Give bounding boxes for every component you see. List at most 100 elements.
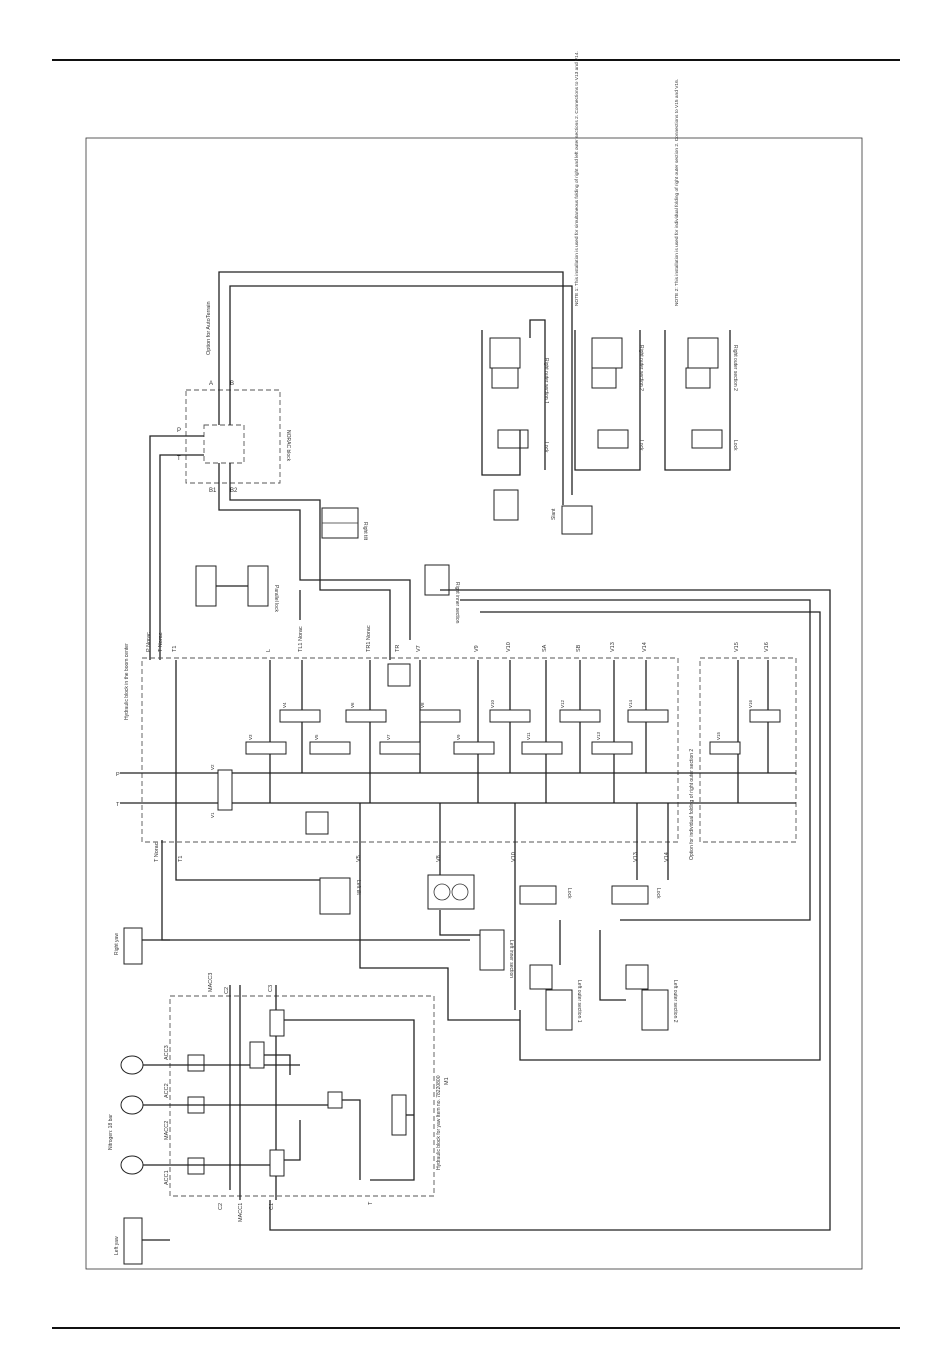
- valve-label-v16: V16: [748, 699, 753, 708]
- line-t1-lower: [175, 830, 320, 881]
- check-valve-tr: [387, 663, 411, 687]
- valve-label-v2: V2: [210, 764, 215, 770]
- check-valve-v5: [305, 811, 329, 835]
- note-1: NOTE 1: This installation is used for si…: [574, 51, 580, 306]
- bottom-port-v13: V13: [633, 852, 639, 862]
- top-port-t1: T1: [172, 646, 178, 652]
- valve-v11: [521, 741, 563, 755]
- right-yaw-cylinder: [123, 927, 143, 965]
- right-outer-2b-label: Right outer section 2: [732, 345, 738, 391]
- yaw-valve-y3: [269, 1009, 285, 1037]
- valve-label-v8: V8: [420, 702, 425, 708]
- yaw-block-outline: [169, 995, 435, 1197]
- macc3-label: MACC3: [208, 973, 214, 992]
- norac-port-t: T: [177, 456, 181, 462]
- c2-upper-label: C2: [224, 987, 230, 994]
- valve-label-v7: V7: [386, 734, 391, 740]
- top-port-labels: P Norac T Norac T1 L TL1 Norac TR1 Norac…: [146, 625, 770, 652]
- inlet-p-label: P: [116, 772, 120, 778]
- valve-label-v9: V9: [456, 734, 461, 740]
- line-norac-p: [149, 435, 204, 660]
- valve-label-v10: V10: [490, 699, 495, 708]
- right-tilt-label: Right tilt: [362, 522, 368, 541]
- right-outer-2b-group: [664, 330, 731, 471]
- top-port-v14: V14: [642, 642, 648, 652]
- valve-v3: [245, 741, 287, 755]
- lock-label-2: Lock: [638, 440, 644, 451]
- slant-label: Slant: [551, 508, 557, 520]
- line-norac-a: [218, 271, 564, 505]
- valve-v12: [559, 709, 601, 723]
- valve-label-v6: V6: [350, 702, 355, 708]
- acc-labels: ACC1 ACC2 ACC3 MACC1 MACC2 MACC3 C1 C2 C…: [164, 973, 450, 1222]
- acc3-label: ACC3: [164, 1045, 170, 1060]
- valve-v13: [591, 741, 633, 755]
- bottom-port-t1: T1: [178, 856, 184, 862]
- right-outer-2a-label: Right outer section 2: [638, 345, 644, 391]
- top-port-l: L: [266, 649, 272, 652]
- c1-label: C1: [269, 1203, 275, 1210]
- right-outer-1-group: [481, 319, 546, 521]
- top-port-tr1: TR1 Norac: [366, 625, 372, 652]
- valve-v7: [379, 741, 421, 755]
- left-tilt-label: Left tilt: [355, 880, 361, 895]
- top-port-t-norac: T Norac: [158, 632, 164, 652]
- top-rule: [52, 59, 900, 61]
- top-port-v10: V10: [506, 642, 512, 652]
- top-port-v9: V9: [474, 645, 480, 652]
- norac-port-b2: B2: [230, 488, 238, 494]
- c2-lower-label: C2: [218, 1203, 224, 1210]
- macc1-label: MACC1: [238, 1203, 244, 1222]
- valve-v10: [489, 709, 531, 723]
- bottom-port-v14: V14: [664, 852, 670, 862]
- valve-label-v5: V5: [314, 734, 319, 740]
- right-outer-2a-group: [574, 330, 641, 471]
- valve-v15: [709, 741, 741, 755]
- parallel-lock-valve-a: [195, 565, 217, 607]
- line-norac-b1: [218, 463, 411, 640]
- norac-inner-box: [203, 424, 245, 464]
- option-block-label: Option for individual folding of right o…: [689, 749, 695, 860]
- bottom-port-t-norac: T Norac: [154, 842, 160, 862]
- accumulator-1: [120, 1155, 144, 1175]
- c3-label: C3: [268, 985, 274, 992]
- auto-terrain-label: Option for AutoTerrain: [206, 301, 212, 355]
- valve-v5: [309, 741, 351, 755]
- lock-label-4: Lock: [566, 888, 572, 899]
- bottom-port-labels: T Norac T1 V5 V8 V10 V13 V14: [154, 842, 670, 862]
- valve-v14: [627, 709, 669, 723]
- yaw-valve-y2: [249, 1041, 265, 1069]
- valve-label-v4: V4: [282, 702, 287, 708]
- valve-v16: [749, 709, 781, 723]
- top-port-v15: V15: [734, 642, 740, 652]
- valve-v9: [453, 741, 495, 755]
- top-port-v16: V16: [764, 642, 770, 652]
- flow-divider: [427, 874, 475, 910]
- line-norac-b2: [229, 463, 391, 660]
- bottom-port-v5: V5: [356, 855, 362, 862]
- left-inner-cylinder: [479, 929, 505, 971]
- norac-block-label: NORAC block: [285, 430, 291, 462]
- lock-label-5: Lock: [655, 888, 661, 899]
- bottom-port-v8: V8: [436, 855, 442, 862]
- lock-label-1: Lock: [543, 442, 549, 453]
- norac-port-a: A: [209, 381, 213, 387]
- norac-port-b: B: [230, 381, 234, 387]
- top-port-v13: V13: [610, 642, 616, 652]
- line-norac-b: [229, 285, 573, 495]
- norac-block-outline: [185, 389, 281, 484]
- nitrogen-label: Nitrogen: 18 bar: [108, 1114, 114, 1150]
- accumulator-3: [120, 1055, 144, 1075]
- valves-lower-row: [217, 741, 741, 811]
- left-yaw-label: Left yaw: [114, 1236, 120, 1255]
- valve-v8: [419, 709, 461, 723]
- right-inner-label: Right inner section: [454, 582, 460, 624]
- m1-label: M1: [444, 1077, 450, 1085]
- lock-valve-left-1: [519, 885, 557, 905]
- valve-label-v15: V15: [716, 731, 721, 740]
- left-yaw-cylinder: [123, 1217, 143, 1265]
- right-outer-1-label: Right outer section 1: [543, 358, 549, 404]
- inlet-t-label: T: [116, 802, 120, 808]
- lock-label-3: Lock: [732, 440, 738, 451]
